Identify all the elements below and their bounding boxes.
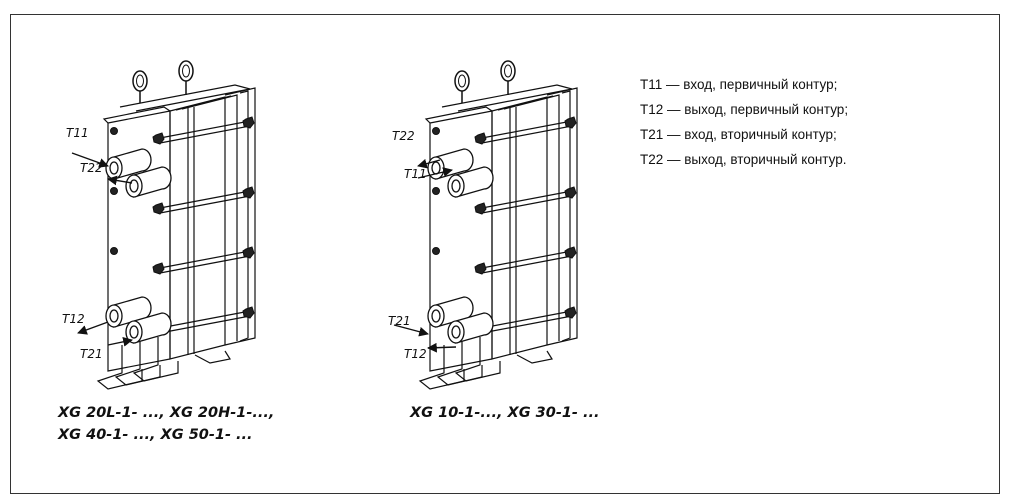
legend-item: T11 — вход, первичный контур; xyxy=(640,77,838,92)
flow-arrow-left-top-in xyxy=(71,152,109,168)
port-label: T22 xyxy=(80,161,103,175)
flow-arrow-left-bottom-out xyxy=(77,321,109,335)
flow-arrow-left-top-out xyxy=(107,175,133,186)
port-label: T22 xyxy=(392,129,415,143)
heat-exchanger-right xyxy=(419,60,578,390)
caption-left: XG 20L-1- ..., XG 20H-1-..., XG 40-1- ..… xyxy=(58,402,274,446)
port-label: T21 xyxy=(80,347,103,361)
flow-arrow-right-top-in xyxy=(417,167,453,179)
heat-exchanger-left xyxy=(97,60,256,390)
caption-line: XG 10-1-..., XG 30-1- ... xyxy=(410,405,600,421)
port-label: T21 xyxy=(388,314,411,328)
flow-arrow-right-top-out xyxy=(417,158,441,169)
flow-arrow-left-bottom-in xyxy=(107,337,133,347)
caption-right: XG 10-1-..., XG 30-1- ... xyxy=(410,402,600,424)
caption-line: XG 20L-1- ..., XG 20H-1-..., xyxy=(58,405,275,421)
legend-item: T21 — вход, вторичный контур; xyxy=(640,127,837,142)
legend-item: T12 — выход, первичный контур; xyxy=(640,102,849,117)
flow-arrow-right-bottom-in xyxy=(393,324,429,337)
caption-line: XG 40-1- ..., XG 50-1- ... xyxy=(58,427,253,443)
figure-frame xyxy=(10,14,1000,494)
port-label: T11 xyxy=(66,126,89,140)
port-legend: T11 — вход, первичный контур; T12 — выхо… xyxy=(640,72,848,172)
flow-arrow-right-bottom-out xyxy=(427,342,457,353)
port-label: T11 xyxy=(404,167,427,181)
legend-item: T22 — выход, вторичный контур. xyxy=(640,152,847,167)
port-label: T12 xyxy=(404,347,427,361)
port-label: T12 xyxy=(62,312,85,326)
